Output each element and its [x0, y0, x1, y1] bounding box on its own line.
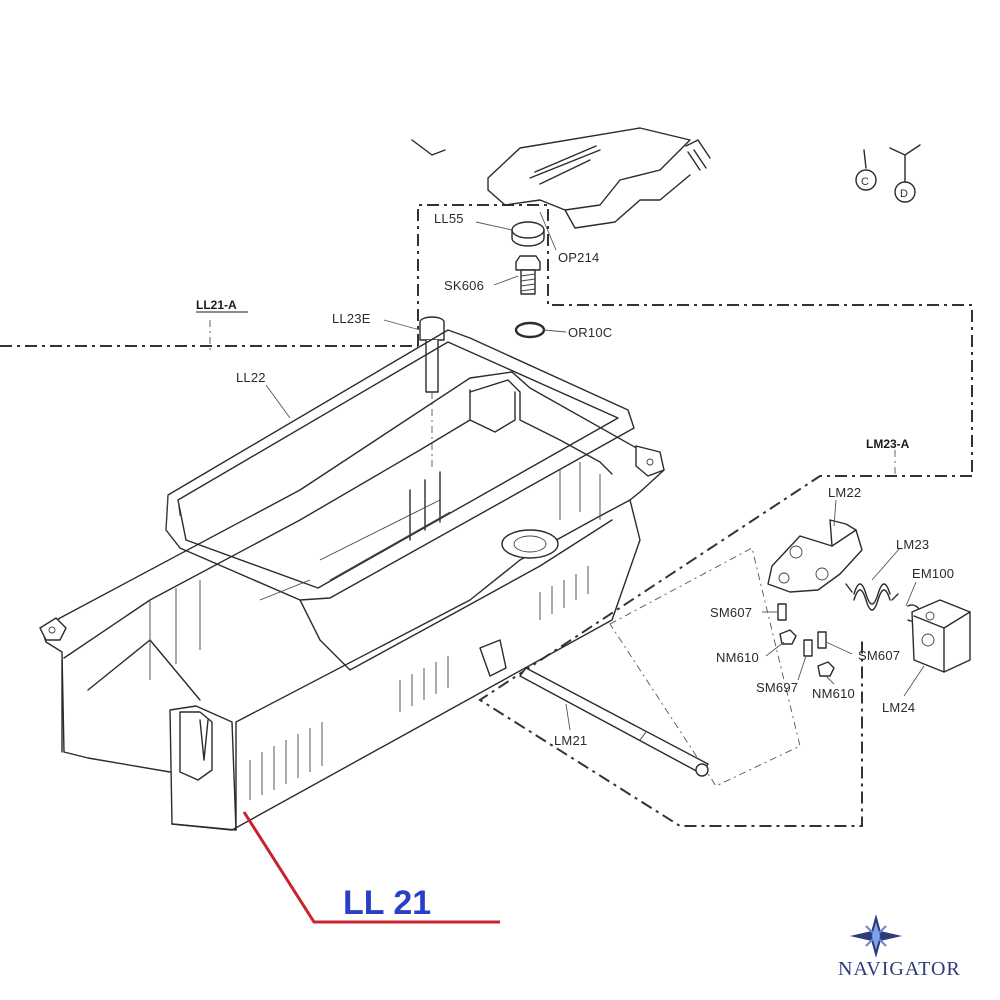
section-boundary-lm23: [478, 475, 972, 827]
callout-label: LL 21: [343, 884, 431, 922]
label-ll22: LL22: [236, 370, 266, 385]
lm-assembly: [519, 519, 971, 787]
label-sm607-right: SM607: [858, 648, 900, 663]
plug-ll55: [511, 221, 545, 247]
callout-line: [242, 811, 500, 924]
callout-ll21: LL 21: [242, 811, 500, 924]
gasket-ll22: [165, 329, 635, 601]
label-op214: OP214: [558, 250, 599, 265]
svg-text:C: C: [861, 176, 869, 188]
label-sm697: SM697: [756, 680, 798, 695]
label-ll23e: LL23E: [332, 311, 371, 326]
section-boundaries: [0, 204, 973, 827]
label-nm610-right: NM610: [812, 686, 855, 701]
upper-cover-fragment: C D: [411, 127, 921, 229]
section-label-ll21a: LL21-A: [196, 298, 237, 312]
oring-or10c: [514, 321, 546, 339]
label-lm22: LM22: [828, 485, 861, 500]
label-ll55: LL55: [434, 211, 464, 226]
screw-sm607-right: [817, 631, 827, 649]
svg-text:D: D: [900, 188, 908, 200]
label-lm21: LM21: [554, 733, 587, 748]
screw-sm697: [803, 639, 813, 657]
screw-sk606: [515, 255, 541, 295]
oil-pan-ll21: [39, 371, 665, 831]
section-label-lm23a: LM23-A: [866, 437, 910, 451]
compass-star-icon: [850, 914, 902, 958]
label-or10c: OR10C: [568, 325, 612, 340]
nut-nm610-right: [817, 661, 835, 677]
label-nm610-left: NM610: [716, 650, 759, 665]
leader-lines: [265, 211, 925, 731]
navigator-logo: NAVIGATOR: [838, 914, 961, 980]
label-sk606: SK606: [444, 278, 484, 293]
screw-sm607-left: [777, 603, 787, 621]
label-sm607-left: SM607: [710, 605, 752, 620]
logo-text: NAVIGATOR: [838, 958, 961, 980]
nut-nm610-left: [779, 629, 797, 645]
label-lm24: LM24: [882, 700, 915, 715]
label-em100: EM100: [912, 566, 954, 581]
section-boundary-upper: [417, 204, 973, 476]
label-lm23: LM23: [896, 537, 929, 552]
